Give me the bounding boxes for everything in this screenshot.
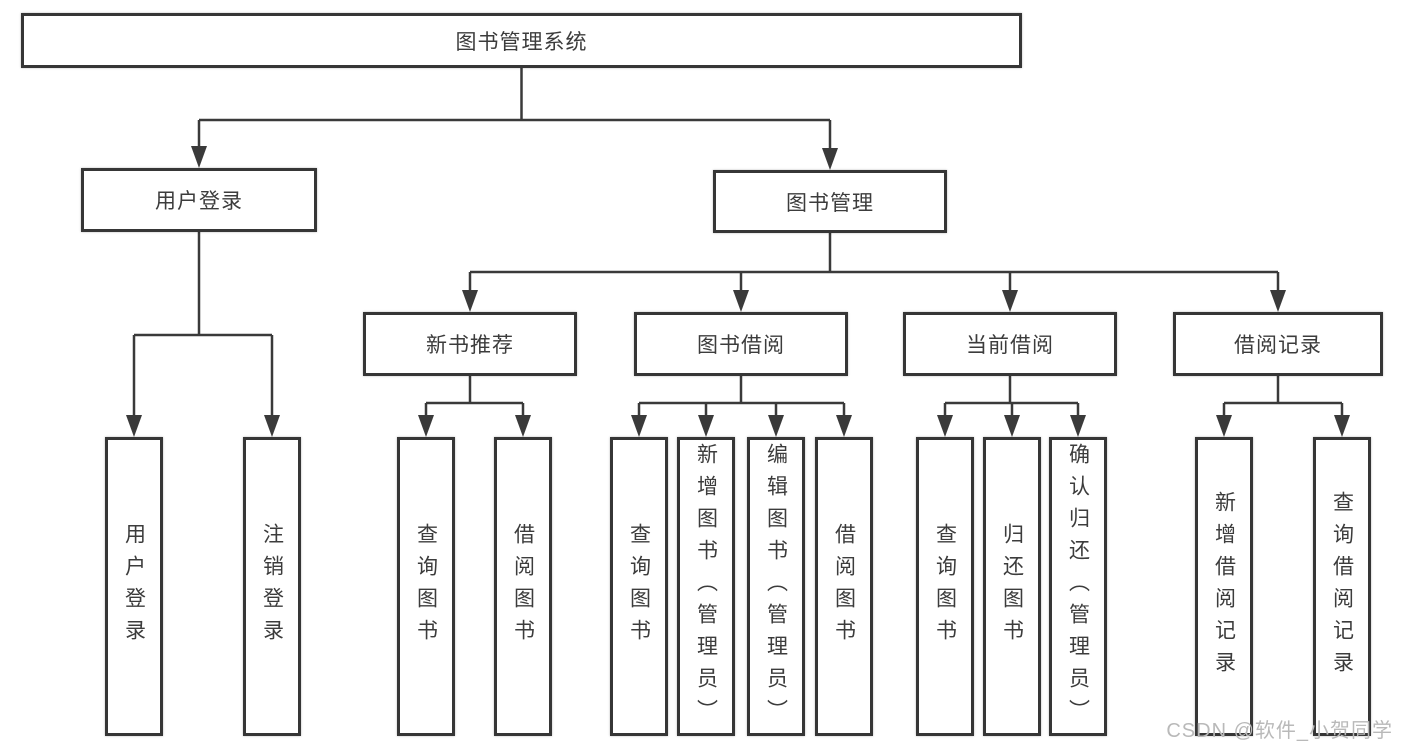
connector-bookmgmt-to-level3 xyxy=(468,233,1280,292)
arrowhead xyxy=(698,415,714,437)
arrowhead xyxy=(836,415,852,437)
leaf-label: 借阅图书 xyxy=(832,522,856,651)
arrowhead xyxy=(126,415,142,437)
node-borrow-records: 借阅记录 xyxy=(1173,312,1383,376)
arrowhead xyxy=(191,146,207,168)
connector-current-to-leaves xyxy=(943,376,1080,417)
leaf-label: 用户登录 xyxy=(122,522,146,651)
node-book-management: 图书管理 xyxy=(713,170,947,233)
leaf-confirm-return-admin: 确认归还（管理员） xyxy=(1049,437,1107,736)
arrowhead xyxy=(768,415,784,437)
leaf-label: 新增图书（管理员） xyxy=(694,442,718,731)
leaf-label: 新增借阅记录 xyxy=(1212,490,1236,683)
leaf-return-books: 归还图书 xyxy=(983,437,1041,736)
leaf-label: 查询图书 xyxy=(627,522,651,651)
leaf-query-books-recommend: 查询图书 xyxy=(397,437,455,736)
connector-userlogin-to-leaves xyxy=(132,232,274,417)
arrowhead xyxy=(1216,415,1232,437)
arrowhead xyxy=(264,415,280,437)
arrowhead xyxy=(1004,415,1020,437)
node-new-book-recommend: 新书推荐 xyxy=(363,312,577,376)
arrowhead xyxy=(418,415,434,437)
leaf-add-borrow-record: 新增借阅记录 xyxy=(1195,437,1253,736)
arrowhead xyxy=(515,415,531,437)
leaf-label: 归还图书 xyxy=(1000,522,1024,651)
leaf-label: 确认归还（管理员） xyxy=(1066,442,1090,731)
connector-newbooks-to-leaves xyxy=(424,376,525,417)
arrowhead xyxy=(1070,415,1086,437)
arrowhead xyxy=(462,290,478,312)
leaf-label: 借阅图书 xyxy=(511,522,535,651)
node-book-borrow: 图书借阅 xyxy=(634,312,848,376)
arrowhead xyxy=(733,290,749,312)
arrowhead xyxy=(1270,290,1286,312)
leaf-query-borrow-record: 查询借阅记录 xyxy=(1313,437,1371,736)
leaf-label: 查询图书 xyxy=(414,522,438,651)
arrowheads xyxy=(126,146,1350,437)
leaf-edit-books-admin: 编辑图书（管理员） xyxy=(747,437,805,736)
leaf-logout: 注销登录 xyxy=(243,437,301,736)
node-current-borrow: 当前借阅 xyxy=(903,312,1117,376)
connector-root-to-level2 xyxy=(197,68,832,150)
leaf-label: 注销登录 xyxy=(260,522,284,651)
arrowhead xyxy=(1334,415,1350,437)
csdn-watermark: CSDN @软件_小贺同学 xyxy=(1166,720,1393,742)
connector-borrowing-to-leaves xyxy=(637,376,846,417)
leaf-user-login: 用户登录 xyxy=(105,437,163,736)
node-root-system: 图书管理系统 xyxy=(21,13,1022,68)
leaf-label: 查询借阅记录 xyxy=(1330,490,1354,683)
arrowhead xyxy=(631,415,647,437)
leaf-borrow-books: 借阅图书 xyxy=(815,437,873,736)
arrowhead xyxy=(1002,290,1018,312)
node-user-login: 用户登录 xyxy=(81,168,317,232)
leaf-add-books-admin: 新增图书（管理员） xyxy=(677,437,735,736)
arrowhead xyxy=(822,148,838,170)
connector-records-to-leaves xyxy=(1222,376,1344,417)
leaf-label: 查询图书 xyxy=(933,522,957,651)
leaf-borrow-books-recommend: 借阅图书 xyxy=(494,437,552,736)
leaf-query-books-borrow: 查询图书 xyxy=(610,437,668,736)
leaf-label: 编辑图书（管理员） xyxy=(764,442,788,731)
leaf-query-books-current: 查询图书 xyxy=(916,437,974,736)
arrowhead xyxy=(937,415,953,437)
